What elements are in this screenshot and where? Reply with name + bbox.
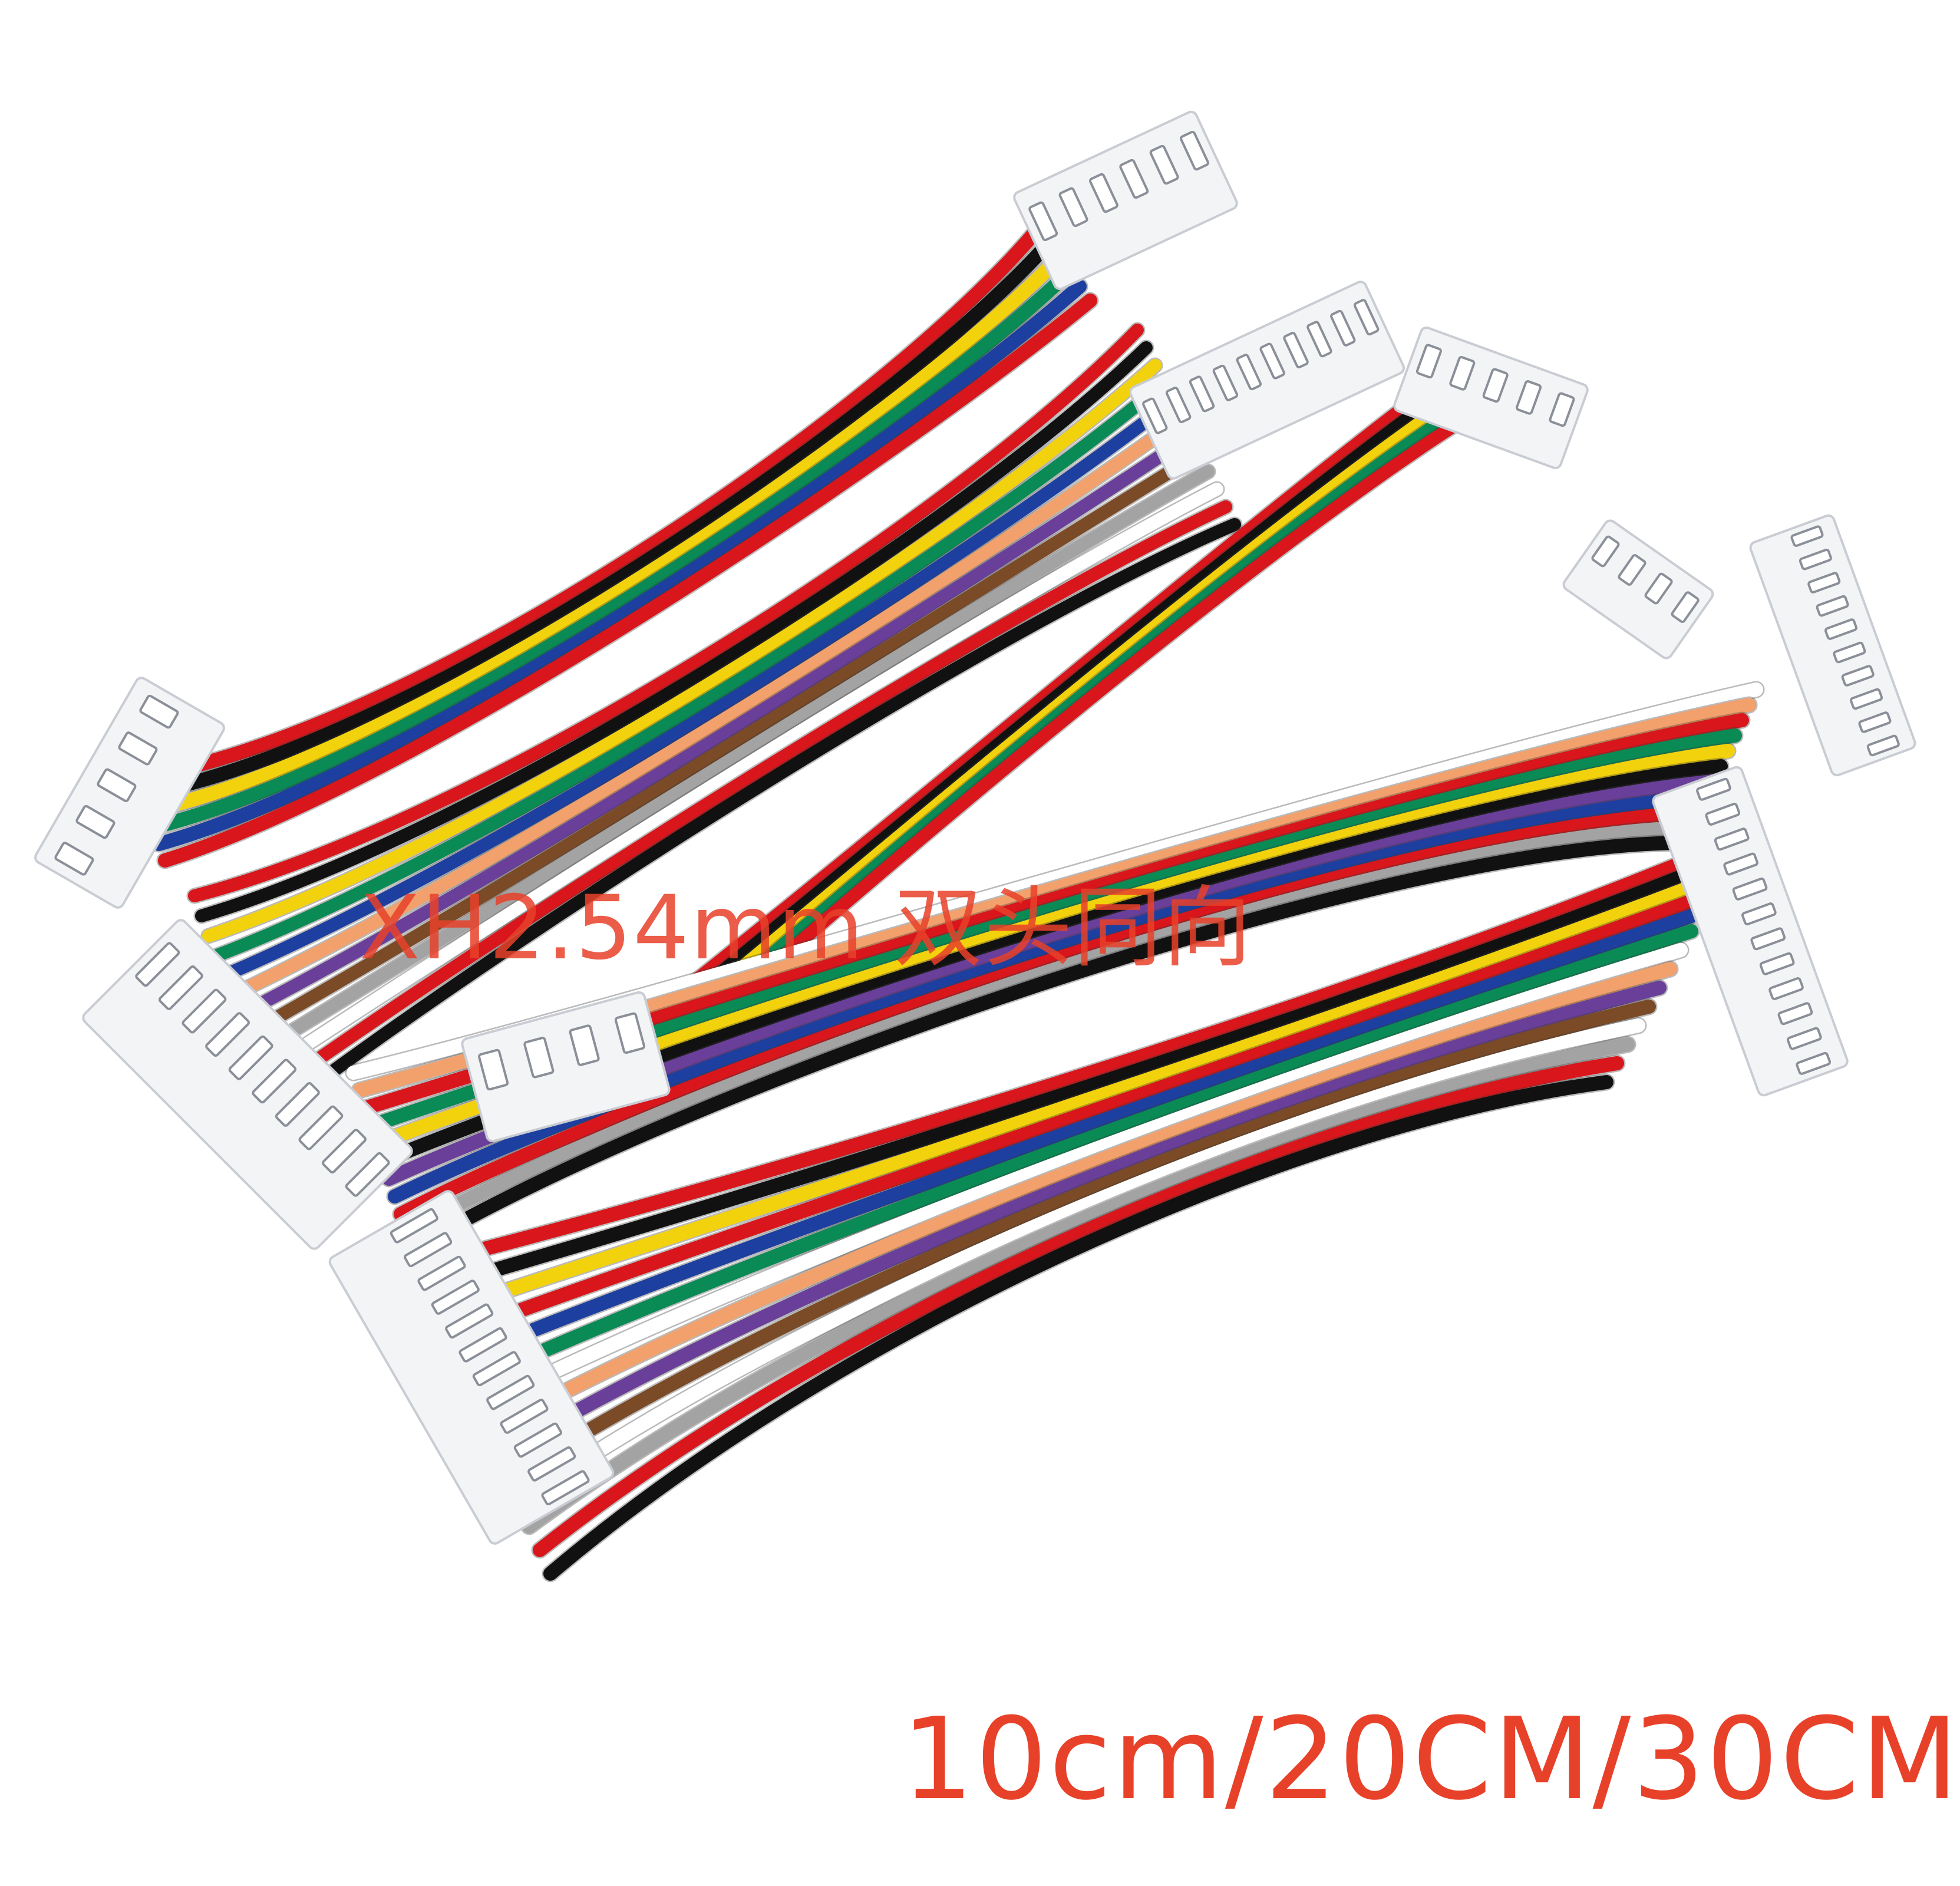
bundle-d-wire [405,836,1692,1257]
bundle-a-wire [128,223,1044,785]
bundle-e-wire [405,830,1751,1274]
bundle-a-wire [158,294,1097,868]
connector-left-10pin [82,919,413,1250]
bundle-e-wire [416,849,1741,1298]
bundle-b-wire [259,500,1232,1103]
bundle-d-wire [394,805,1707,1221]
connector-top-6pin [1013,110,1238,291]
bundle-a-wire [134,237,1055,802]
bundle-e-wire [543,1075,1613,1581]
bundle-e-wire [469,943,1688,1416]
bundle-a-wire [146,265,1076,835]
length-options-caption: 10cm/20CM/30CM [902,1694,1960,1825]
connector-left-5pin [34,677,225,909]
bundle-e-wire [490,981,1667,1463]
bundle-a-wire [140,251,1065,818]
bundle-e-wire [437,886,1720,1345]
bundle-b-wire [202,359,1162,942]
bundle-e-wire [533,1056,1624,1557]
connector-center-4pin [461,991,671,1143]
bundle-b-wire [230,430,1197,1023]
bundle-a-wire [152,279,1087,851]
connector-top-right-5pin [1393,327,1589,469]
bundle-b-wire [266,518,1241,1123]
bundle-e-wire [522,1037,1635,1534]
cable-harness-illustration [34,110,1916,1582]
bundle-e-wire [501,1000,1656,1486]
bundle-d-wire [400,820,1700,1239]
bundle-b-wire [216,394,1179,982]
connector-right-16pin [1652,766,1849,1097]
bundle-b-wire [252,483,1223,1083]
bundle-b-wire [209,377,1170,962]
bundle-b-wire [245,465,1215,1063]
connector-bottom-16pin [328,1190,615,1545]
bundle-b-wire [223,412,1188,1003]
bundle-e-wire [480,962,1677,1439]
bundle-b-wire [237,447,1206,1043]
overlay-product-title: XH2.54mm 双头同向 [359,877,1253,980]
connector-right-4pin [1562,519,1714,660]
bundle-e-wire [512,1018,1645,1510]
bundle-d-wire [388,790,1714,1204]
bundle-e-wire [427,868,1730,1321]
bundle-e-wire [448,905,1709,1369]
bundle-e-wire [458,924,1698,1392]
connector-right-upper-12pin [1749,514,1916,777]
bundle-b-wire [188,324,1144,902]
bundle-b-wire [195,341,1153,922]
connector-top-12pin [1129,281,1405,480]
